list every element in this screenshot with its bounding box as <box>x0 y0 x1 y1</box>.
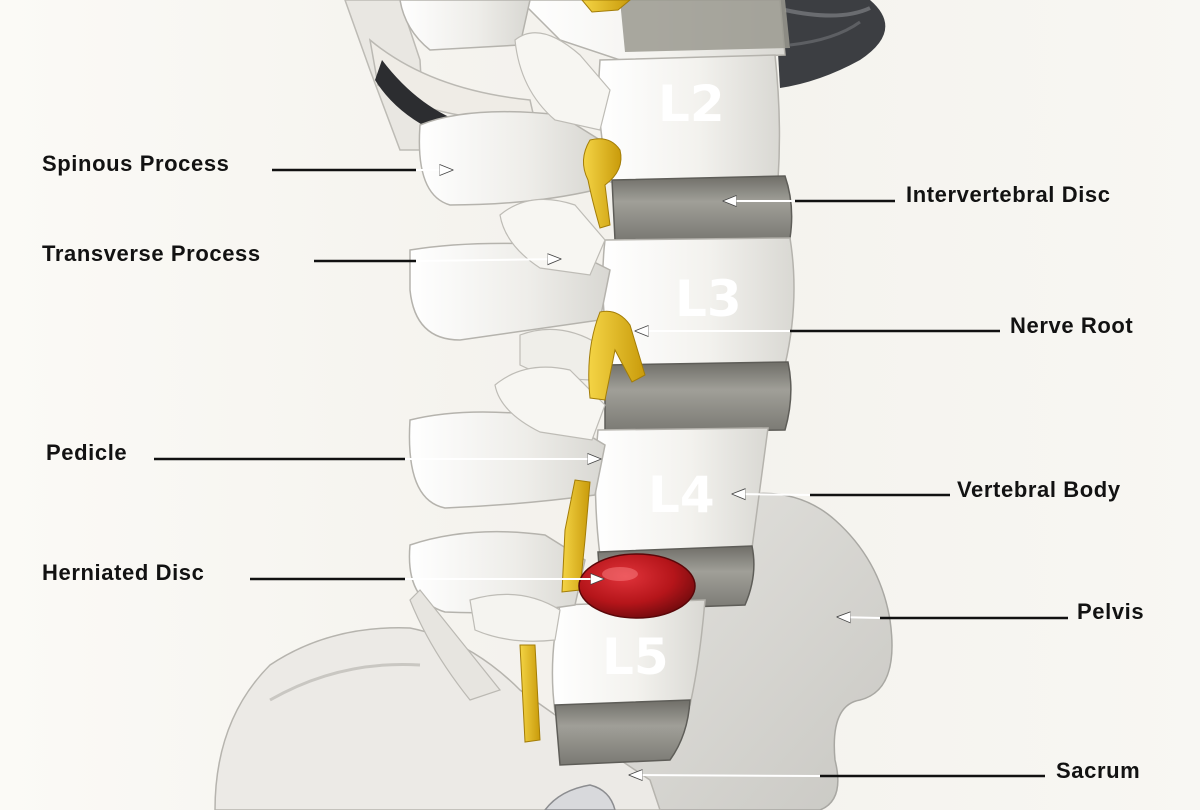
label-nerve-root: Nerve Root <box>1010 313 1134 338</box>
label-sacrum: Sacrum <box>1056 758 1141 783</box>
label-l5: L5 <box>602 628 669 686</box>
herniated-disc-bulge <box>578 553 696 619</box>
label-l2: L2 <box>658 75 725 133</box>
label-intervertebral-disc: Intervertebral Disc <box>906 182 1111 207</box>
disc-l5-s1 <box>554 699 691 766</box>
label-pedicle: Pedicle <box>46 440 128 465</box>
leader-vertebral-body <box>733 494 950 495</box>
leader-sacrum <box>630 775 1045 776</box>
leader-pelvis <box>838 617 1068 618</box>
disc-l2-l3 <box>611 175 793 241</box>
label-herniated-disc: Herniated Disc <box>42 560 205 585</box>
label-vertebral-body: Vertebral Body <box>957 477 1121 502</box>
label-transverse-process: Transverse Process <box>42 241 261 266</box>
label-l3: L3 <box>675 270 742 328</box>
label-spinous-process: Spinous Process <box>42 151 230 176</box>
nerve-roots <box>519 0 646 743</box>
rib-dark <box>775 0 886 88</box>
disc-l3-l4 <box>604 361 792 433</box>
leader-transverse-process <box>314 259 560 261</box>
label-pelvis: Pelvis <box>1077 599 1145 624</box>
vertebra-l5 <box>408 530 706 713</box>
label-l4: L4 <box>648 466 715 524</box>
